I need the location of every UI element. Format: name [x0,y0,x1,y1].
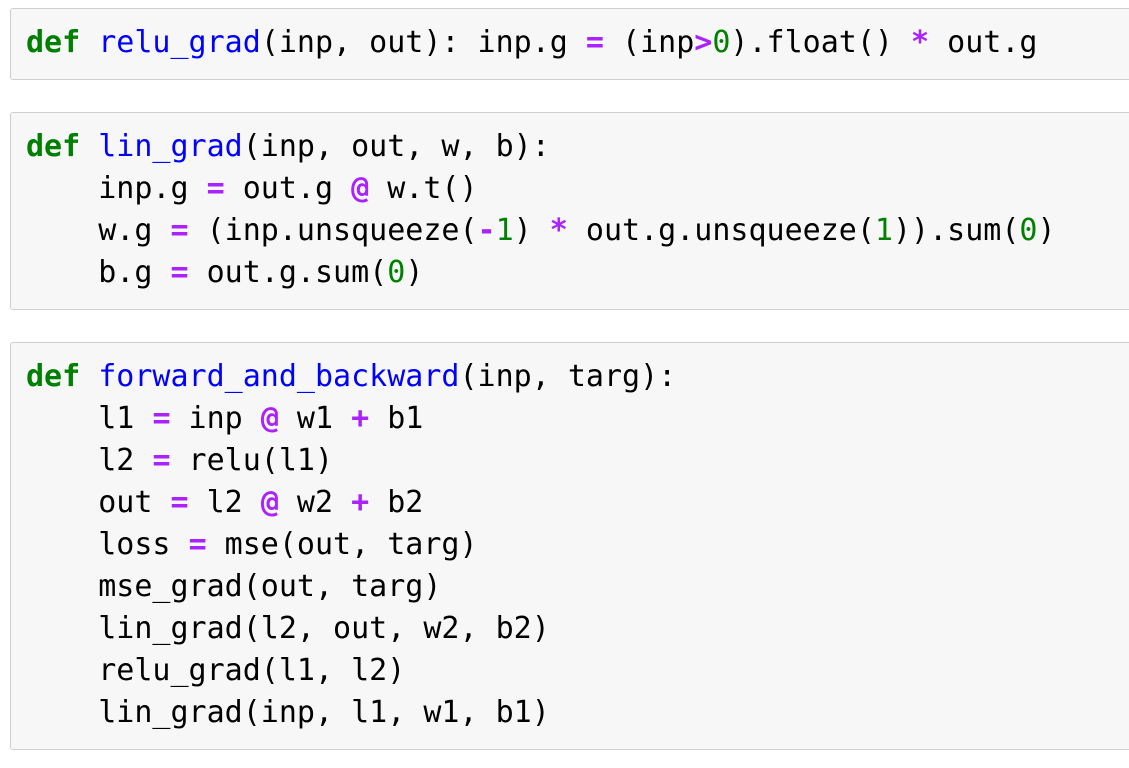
code-token-plain: out.g.unsqueeze( [567,213,875,248]
code-token-plain: ).float() [730,25,912,60]
code-token-plain [80,25,98,60]
code-token-operator: > [694,25,713,60]
code-token-plain: w.g [26,213,171,248]
code-token-plain: (inp, out): inp.g [260,25,586,60]
code-token-operator: = [170,213,189,248]
code-cell-forward-and-backward[interactable]: def forward_and_backward(inp, targ): l1 … [10,342,1129,750]
code-token-plain: loss [26,527,189,562]
code-token-keyword: def [26,129,81,164]
code-token-plain: b1 [369,401,424,436]
code-token-defname: forward_and_backward [98,359,460,394]
code-token-operator: = [188,527,207,562]
code-token-plain: )).sum( [892,213,1020,248]
code-token-plain [80,359,98,394]
code-token-plain: w.t() [369,171,478,206]
code-token-operator: = [152,443,171,478]
code-token-operator: = [585,25,604,60]
code-token-plain: l2 [188,485,261,520]
code-token-plain: relu(l1) [170,443,334,478]
code-token-operator: = [170,255,189,290]
code-token-defname: lin_grad [98,129,243,164]
code-line: def relu_grad(inp, out): inp.g = (inp>0)… [26,22,1125,64]
code-token-number: 1 [495,213,514,248]
code-line: mse_grad(out, targ) [26,566,1125,608]
code-token-plain: (inp, targ): [459,359,677,394]
code-token-plain: out [26,485,171,520]
code-token-plain: mse(out, targ) [206,527,478,562]
code-token-plain: ) [513,213,550,248]
code-cell-relu-grad[interactable]: def relu_grad(inp, out): inp.g = (inp>0)… [10,8,1129,80]
code-token-plain: mse_grad(out, targ) [26,569,442,604]
code-token-plain: b.g [26,255,171,290]
code-token-plain: (inp, out, w, b): [242,129,550,164]
code-line: l1 = inp @ w1 + b1 [26,398,1125,440]
code-token-operator: * [911,25,930,60]
code-token-keyword: def [26,25,81,60]
code-line: lin_grad(inp, l1, w1, b1) [26,692,1125,734]
code-token-plain: b2 [369,485,424,520]
code-token-plain: ) [405,255,424,290]
code-token-plain: w2 [278,485,352,520]
code-token-operator: - [477,213,496,248]
code-token-number: 0 [712,25,731,60]
code-token-plain: ) [1037,213,1056,248]
code-token-operator: @ [260,401,279,436]
code-token-plain: out.g.sum( [188,255,388,290]
code-token-operator: = [206,171,225,206]
code-token-plain: relu_grad(l1, l2) [26,653,406,688]
code-line: relu_grad(l1, l2) [26,650,1125,692]
code-line: l2 = relu(l1) [26,440,1125,482]
code-token-number: 0 [1019,213,1038,248]
code-cell-lin-grad[interactable]: def lin_grad(inp, out, w, b): inp.g = ou… [10,112,1129,310]
code-token-operator: @ [260,485,279,520]
code-token-number: 1 [874,213,893,248]
code-line: w.g = (inp.unsqueeze(-1) * out.g.unsquee… [26,210,1125,252]
code-token-plain: inp.g [26,171,207,206]
code-line: lin_grad(l2, out, w2, b2) [26,608,1125,650]
code-token-plain: (inp.unsqueeze( [188,213,478,248]
code-token-plain: w1 [278,401,352,436]
code-line: def lin_grad(inp, out, w, b): [26,126,1125,168]
code-token-plain: lin_grad(inp, l1, w1, b1) [26,695,550,730]
code-token-plain: l1 [26,401,153,436]
code-token-operator: = [170,485,189,520]
code-token-operator: = [152,401,171,436]
code-line: out = l2 @ w2 + b2 [26,482,1125,524]
code-token-number: 0 [387,255,406,290]
code-token-plain [80,129,98,164]
notebook: def relu_grad(inp, out): inp.g = (inp>0)… [10,8,1129,750]
code-token-plain: l2 [26,443,153,478]
code-line: inp.g = out.g @ w.t() [26,168,1125,210]
code-token-plain: out.g [929,25,1038,60]
code-token-plain: lin_grad(l2, out, w2, b2) [26,611,550,646]
code-line: def forward_and_backward(inp, targ): [26,356,1125,398]
code-token-keyword: def [26,359,81,394]
code-token-plain: out.g [224,171,352,206]
code-line: b.g = out.g.sum(0) [26,252,1125,294]
code-token-defname: relu_grad [98,25,261,60]
code-token-operator: + [351,401,370,436]
code-token-operator: * [549,213,568,248]
code-token-plain: inp [170,401,261,436]
code-line: loss = mse(out, targ) [26,524,1125,566]
code-token-plain: (inp [603,25,695,60]
code-token-operator: + [351,485,370,520]
code-token-operator: @ [351,171,370,206]
